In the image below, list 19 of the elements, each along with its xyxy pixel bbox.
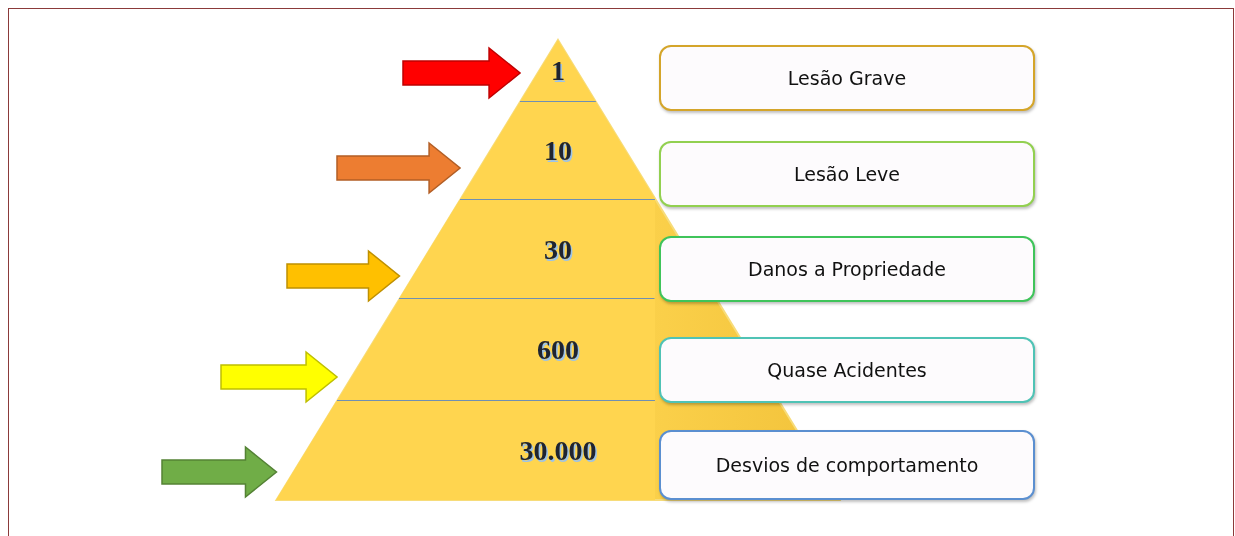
level-number: 30	[544, 235, 572, 264]
category-box: Desvios de comportamento	[659, 430, 1035, 500]
level-number: 30.000	[519, 436, 597, 465]
level-number: 1	[551, 57, 565, 85]
block-arrow	[286, 249, 401, 303]
category-box: Lesão Leve	[659, 141, 1035, 207]
pyramid-level	[276, 401, 655, 500]
block-arrow	[336, 141, 462, 195]
block-arrow	[161, 445, 278, 499]
pyramid-level	[337, 299, 655, 401]
category-box: Lesão Grave	[659, 45, 1035, 111]
category-box: Danos a Propriedade	[659, 236, 1035, 302]
block-arrow	[220, 350, 339, 404]
category-box: Quase Acidentes	[659, 337, 1035, 403]
level-number: 600	[537, 336, 579, 364]
block-arrow	[402, 46, 522, 100]
level-number: 10	[544, 137, 572, 165]
pyramid-level	[520, 40, 596, 102]
pyramid-level	[399, 200, 655, 299]
